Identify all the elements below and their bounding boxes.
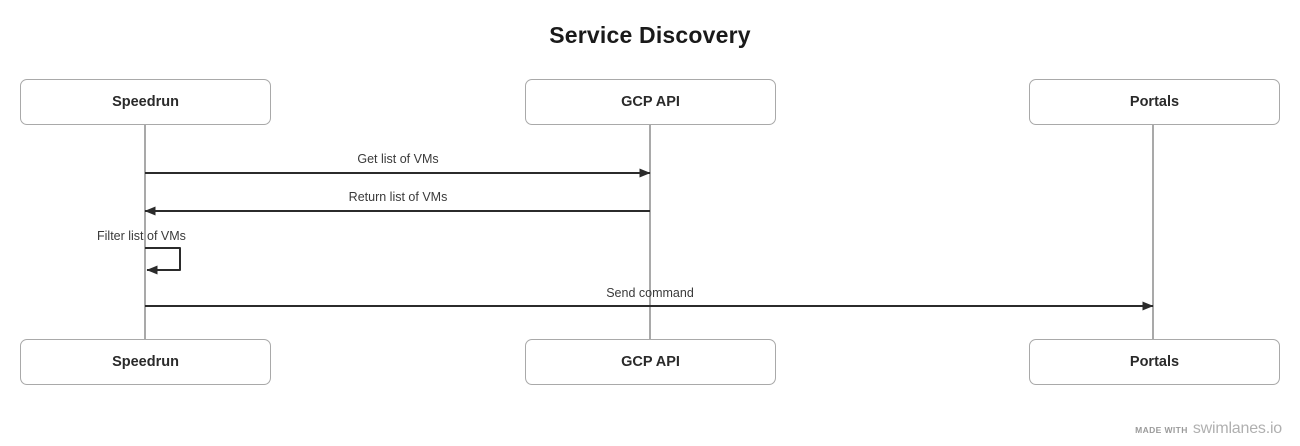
participant-label-portals-bottom: Portals — [1129, 354, 1180, 370]
lifeline-portals — [1152, 125, 1154, 339]
participant-box-gcp-api-bottom[interactable]: GCP API — [525, 339, 776, 385]
participant-label-gcp-api-top: GCP API — [621, 94, 680, 110]
message-label-get-list-of-vms: Get list of VMs — [357, 152, 439, 166]
lifeline-speedrun — [144, 125, 146, 339]
participant-label-speedrun-bottom: Speedrun — [112, 354, 179, 370]
watermark-made-with-text: MADE WITH — [1135, 425, 1188, 435]
message-arrow-self-loop — [145, 247, 181, 275]
lifeline-gcp-api — [649, 125, 651, 339]
message-label-filter-list-of-vms: Filter list of VMs — [97, 229, 186, 243]
watermark-brand-text: swimlanes.io — [1192, 420, 1282, 437]
watermark: MADE WITH swimlanes.io — [1135, 420, 1282, 438]
participant-label-speedrun-top: Speedrun — [112, 94, 179, 110]
participant-box-portals-top[interactable]: Portals — [1029, 79, 1280, 125]
participant-label-portals-top: Portals — [1129, 94, 1180, 110]
participant-label-gcp-api-bottom: GCP API — [621, 354, 680, 370]
participant-box-gcp-api-top[interactable]: GCP API — [525, 79, 776, 125]
participant-box-portals-bottom[interactable]: Portals — [1029, 339, 1280, 385]
page-title: Service Discovery — [549, 22, 751, 48]
participant-box-speedrun-top[interactable]: Speedrun — [20, 79, 271, 125]
message-label-send-command: Send command — [606, 286, 694, 300]
participant-box-speedrun-bottom[interactable]: Speedrun — [20, 339, 271, 385]
message-label-return-list-of-vms: Return list of VMs — [348, 190, 448, 204]
